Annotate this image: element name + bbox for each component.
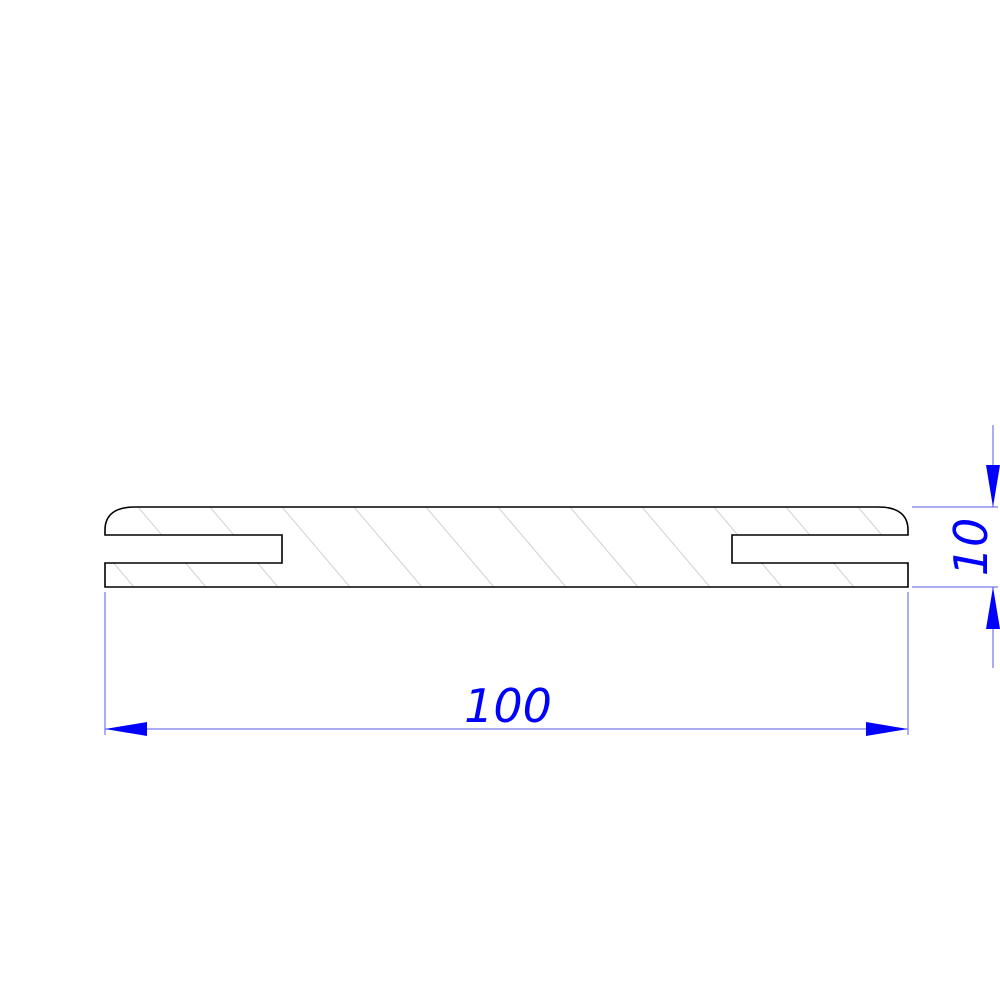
width-arrow-right xyxy=(866,722,908,736)
hatch-line xyxy=(707,507,790,587)
hatch-line xyxy=(851,507,908,587)
board-profile-outline xyxy=(104,506,909,588)
width-dimension: 100 xyxy=(104,592,909,736)
height-arrow-top xyxy=(986,465,1000,507)
hatch-line xyxy=(563,507,646,587)
hatch-line xyxy=(131,507,214,587)
width-dimension-label: 100 xyxy=(464,679,552,733)
height-arrow-bottom xyxy=(986,587,1000,629)
height-dimension-label: 10 xyxy=(944,518,998,577)
width-arrow-left xyxy=(105,722,147,736)
hatch-line xyxy=(635,507,718,587)
hatch-line xyxy=(203,507,286,587)
hatch-line xyxy=(347,507,430,587)
section-hatching xyxy=(105,507,908,587)
height-dimension: 10 xyxy=(912,425,1000,668)
hatch-line xyxy=(275,507,358,587)
hatch-line xyxy=(105,507,142,587)
hatch-line xyxy=(419,507,502,587)
hatch-line xyxy=(779,507,862,587)
hatch-line xyxy=(491,507,574,587)
